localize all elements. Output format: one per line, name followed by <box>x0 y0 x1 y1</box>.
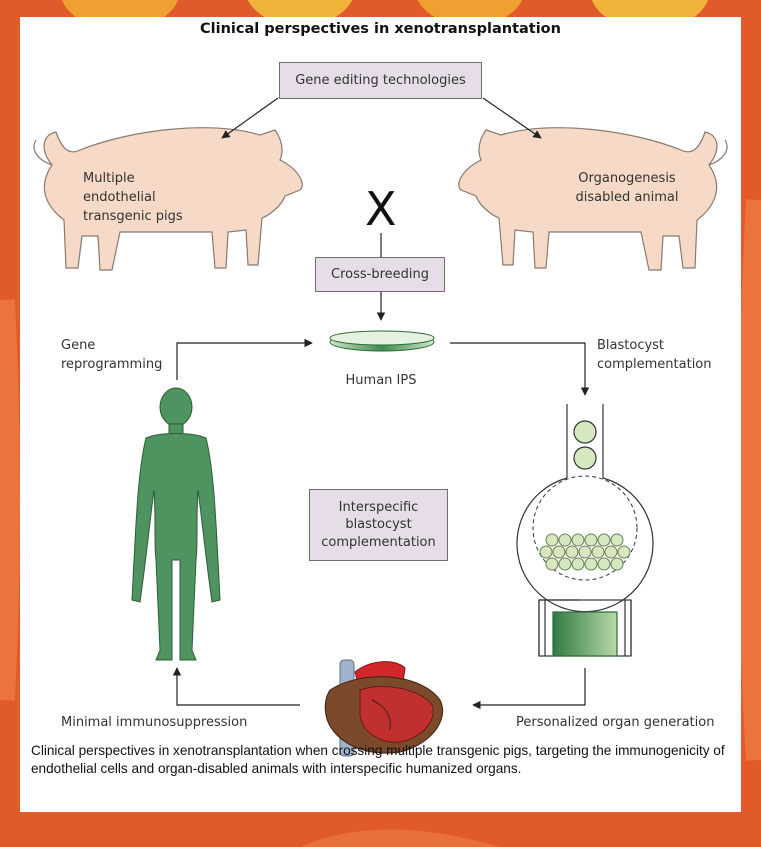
human-figure-icon <box>131 387 221 661</box>
personalized-organ-label: Personalized organ generation <box>516 715 715 730</box>
petri-dish-icon <box>329 330 435 352</box>
arrow-to-right-pig <box>482 97 542 139</box>
arrow-to-left-pig <box>221 97 279 139</box>
arrow-organ-to-heart <box>472 668 586 710</box>
arrow-gene-reprogramming <box>176 338 313 380</box>
human-ips-label: Human IPS <box>345 373 417 388</box>
gene-editing-box: Gene editing technologies <box>279 62 482 99</box>
right-pig-icon <box>458 127 728 271</box>
left-pig-label: Multiple endothelial transgenic pigs <box>83 171 183 224</box>
arrow-heart-to-human <box>172 667 300 706</box>
blastocyst-apparatus-icon <box>516 404 654 657</box>
blastocyst-complementation-label: Blastocyst complementation <box>597 338 712 372</box>
cross-breeding-box: Cross-breeding <box>315 257 445 292</box>
gene-reprogramming-label: Gene reprogramming <box>61 338 163 372</box>
figure-caption: Clinical perspectives in xenotransplanta… <box>31 743 725 777</box>
minimal-immunosuppression-label: Minimal immunosuppression <box>61 715 248 730</box>
figure-title: Clinical perspectives in xenotransplanta… <box>200 21 561 37</box>
heart-icon <box>324 659 444 757</box>
left-pig-icon <box>33 127 303 271</box>
arrow-blastocyst-complementation <box>450 342 590 396</box>
interspecific-box: Interspecific blastocyst complementation <box>309 489 448 561</box>
cross-symbol: X <box>365 182 397 236</box>
right-pig-label: Organogenesis disabled animal <box>575 171 679 205</box>
